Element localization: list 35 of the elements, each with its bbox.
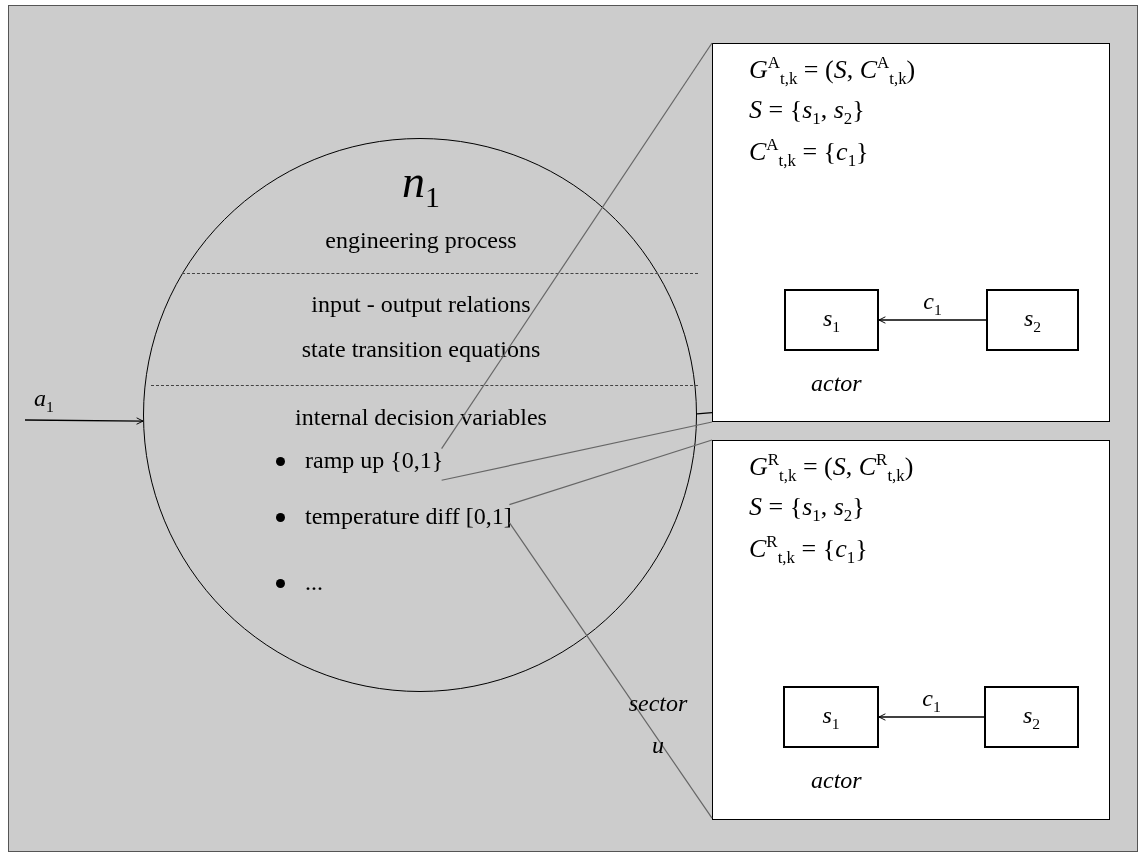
section-text: engineering process [325,227,517,254]
formula: G$^{R}$$_{t,k}$ = (S, C$^{R}$$_{t,k}$) [749,451,914,486]
section-text: state transition equations [301,336,541,363]
connector-line [696,411,713,415]
variable-text: ... [305,569,323,595]
variable-text: temperature diff [0,1] [305,503,512,529]
sector-label: sector u [627,689,689,760]
arrow [878,713,985,721]
arrow [24,417,144,425]
state-label: s$_{2}$ [1023,305,1042,335]
formula: S = {s$_{1}$, s$_{2}$} [749,493,865,526]
actor-graph-panel [712,43,1110,422]
formula: S = {s$_{1}$, s$_{2}$} [749,96,865,129]
leader-line [508,522,713,819]
state-box [984,686,1079,748]
state-label: s$_{2}$ [1022,702,1041,732]
state-label: s$_{1}$ [822,305,841,335]
arrow [878,316,987,324]
formula: C$^{A}$$_{t,k}$ = {c$_{1}$} [749,136,869,171]
leader-line [508,439,713,506]
state-label: s$_{1}$ [822,702,840,732]
formula: C$^{R}$$_{t,k}$ = {c$_{1}$} [749,533,868,568]
leader-line [441,421,713,481]
section-text: input - output relations [311,291,531,318]
node-label: actor [811,767,862,794]
leader-line [441,42,713,450]
node-title: n$_{1}$ [402,157,440,215]
state-box [783,686,879,748]
section-text: internal decision variables [295,404,547,431]
formula: G$^{A}$$_{t,k}$ = (S, C$^{A}$$_{t,k}$) [749,54,916,89]
node-label: actor [811,370,862,397]
state-box [784,289,879,351]
variable-text: ramp up {0,1} [305,447,444,473]
actor-graph-panel [712,440,1110,820]
state-box [986,289,1079,351]
